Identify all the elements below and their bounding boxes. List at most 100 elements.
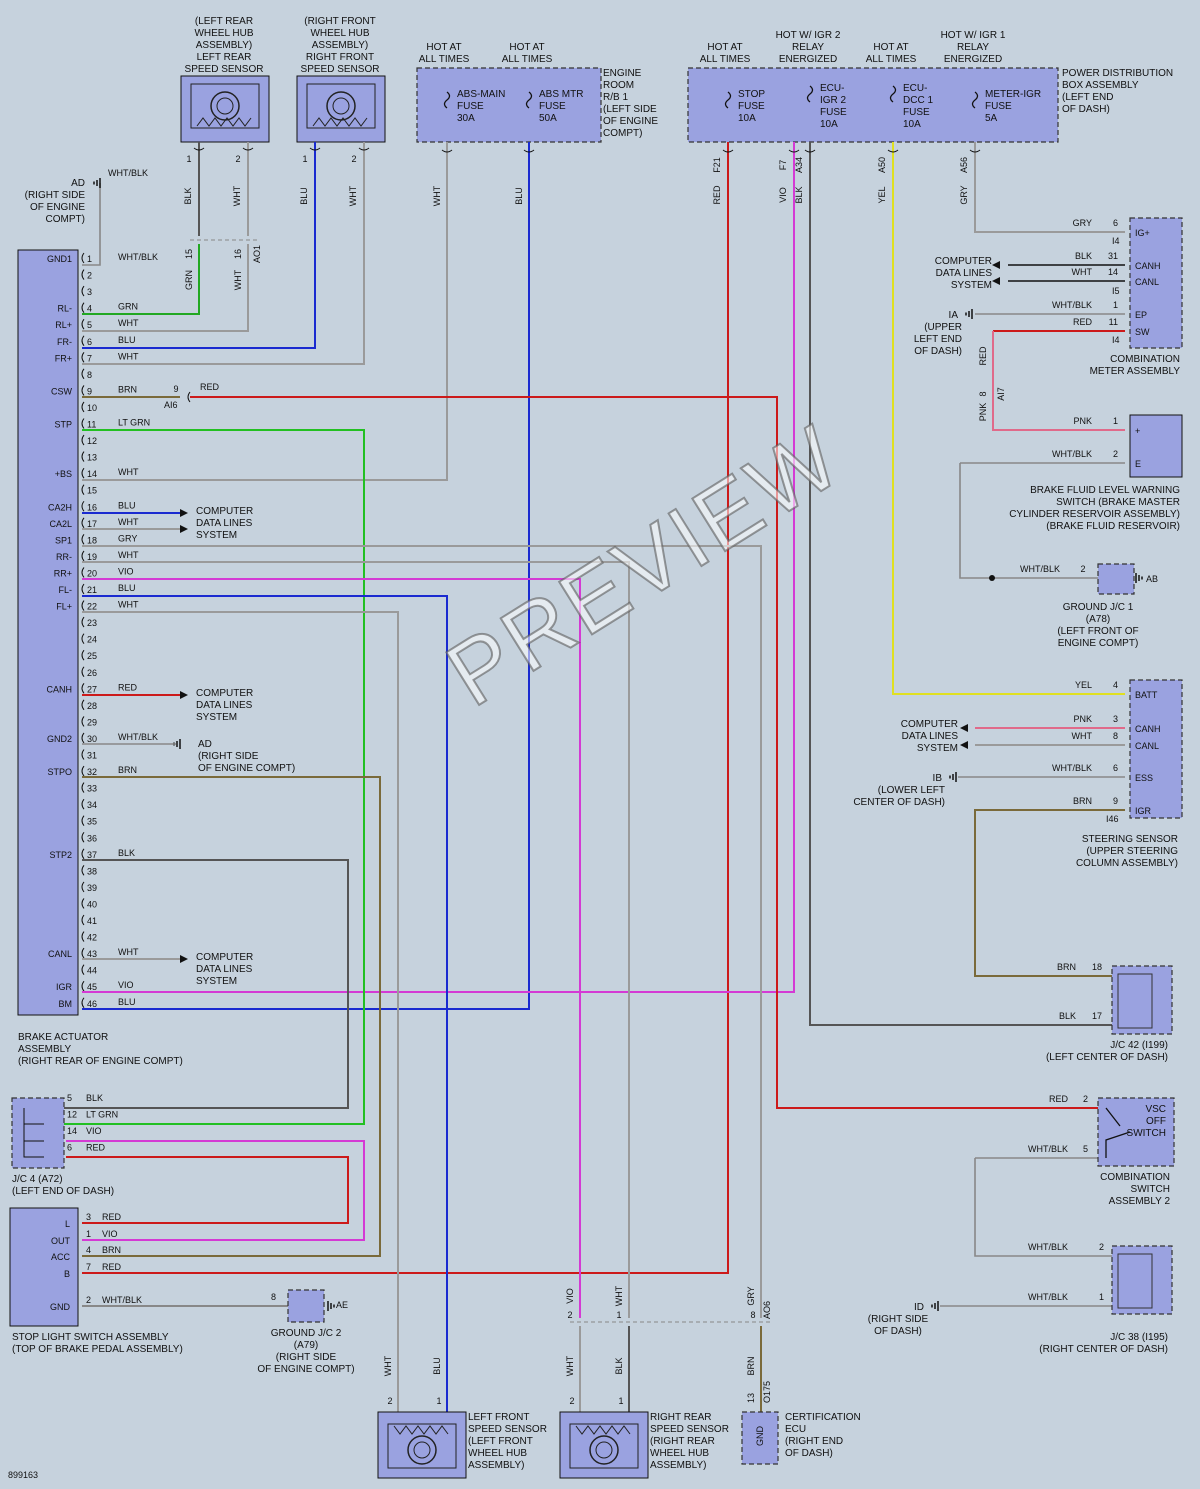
wire-pnk-fluid	[992, 331, 1125, 431]
wire-blk-stp2	[28, 859, 349, 1109]
abs-mtr-fuse: ABS MTR	[539, 89, 583, 100]
actuator-pin-connector	[81, 964, 85, 975]
steering-pin: 9	[1113, 796, 1118, 806]
wire-color-label: WHT/BLK	[1028, 1242, 1068, 1252]
meter-pin-label: CANH	[1135, 261, 1161, 271]
hot-at-all-times: HOT AT	[509, 42, 544, 53]
pin-number: 20	[87, 568, 97, 578]
wire-color-label: WHT/BLK	[1052, 449, 1092, 459]
right-front-speed-sensor-rotor-icon	[332, 97, 350, 115]
pin-number: 25	[87, 651, 97, 661]
rr-sensor-title: (RIGHT REAR	[650, 1436, 715, 1447]
actuator-pin-connector	[81, 616, 85, 628]
wire-color-label: WHT/BLK	[1028, 1144, 1068, 1154]
meter-pin-label: CANL	[1135, 277, 1159, 287]
steering-pin: 3	[1113, 714, 1118, 724]
stop-light-pin: 2	[86, 1295, 91, 1305]
data-line-arrow-icon	[180, 691, 188, 699]
pin-number: 44	[87, 966, 97, 976]
rf-sensor-title: SPEED SENSOR	[301, 64, 380, 75]
vsc-pin: 2	[1083, 1094, 1088, 1104]
vsc-pin: 5	[1083, 1144, 1088, 1154]
wire-color-label: GRN	[118, 302, 138, 312]
pin-number: 37	[87, 850, 97, 860]
ground-ia-note: (UPPER	[924, 322, 962, 333]
wire-color-label: WHT	[432, 185, 442, 206]
pin-number: 42	[87, 933, 97, 943]
pin-number: 23	[87, 618, 97, 628]
wire-vio-rr	[82, 578, 581, 1318]
wire-color-label: GRY	[746, 1286, 756, 1305]
vsc-switch-label: SWITCH	[1127, 1128, 1166, 1139]
pdb-title: (LEFT END	[1062, 92, 1114, 103]
wire-color-label: BRN	[1073, 796, 1092, 806]
actuator-pin-connector	[81, 351, 85, 363]
ai7-connector-name: AI7	[996, 387, 1006, 401]
stop-fuse-icon	[724, 91, 732, 109]
wire-blk-a34	[809, 142, 1112, 1026]
actuator-pin-connector	[81, 418, 85, 429]
ground-jc2-title: (A79)	[294, 1340, 318, 1351]
wire-color-label: BLU	[118, 335, 136, 345]
pin-number: 28	[87, 701, 97, 711]
sensor-pin: 2	[351, 154, 356, 164]
right-rear-speed-sensor-rotor-icon	[595, 1441, 613, 1459]
lf-sensor-title: LEFT FRONT	[468, 1412, 529, 1423]
pin-number: 32	[87, 767, 97, 777]
actuator-pin-connector	[81, 798, 85, 810]
ground-ia-note: OF DASH)	[914, 346, 962, 357]
wire-whtblk-gnd1	[82, 183, 101, 266]
wire-gry-sp1	[82, 545, 762, 1318]
computer-data-lines: DATA LINES	[196, 700, 253, 711]
jc4-pin: 5	[67, 1093, 72, 1103]
actuator-pin-connector	[81, 649, 85, 661]
wire-color-label: GRY	[1073, 218, 1092, 228]
actuator-pin-connector	[81, 302, 85, 313]
computer-data-lines: DATA LINES	[196, 518, 253, 529]
wire-color-label: WHT	[118, 517, 139, 527]
wire-brn-igr	[974, 809, 1125, 977]
actuator-pin-connector	[81, 318, 85, 330]
actuator-pin-connector	[81, 252, 85, 264]
wire-color-label: WHT	[118, 947, 139, 957]
ecu-dcc1-fuse: ECU-	[903, 83, 927, 94]
ground-jc2-title: (RIGHT SIDE	[276, 1352, 337, 1363]
stop-light-pin-label: ACC	[51, 1252, 71, 1262]
engine-room-rb-title: ROOM	[603, 80, 634, 91]
ai6-connector-mark	[187, 391, 191, 403]
wire-color-label: VIO	[778, 187, 788, 203]
sensor-connector	[309, 147, 321, 151]
pdb-connector	[804, 149, 816, 153]
actuator-pin-connector	[81, 500, 85, 512]
ground-id-note: OF DASH)	[874, 1326, 922, 1337]
jc42-inner	[1117, 973, 1153, 1029]
ai7-pin: 8	[978, 391, 988, 396]
ecu-igr2-fuse: 10A	[820, 119, 838, 130]
ground-ad-note: COMPT)	[46, 214, 85, 225]
computer-data-lines: DATA LINES	[936, 268, 993, 279]
meter-pin: 11	[1109, 317, 1118, 327]
pin-number: 3	[87, 287, 92, 297]
fuse-connector	[441, 149, 453, 153]
pdb-pin-label: F7	[778, 160, 788, 171]
pin-number: 6	[87, 337, 92, 347]
wire-color-label: VIO	[86, 1126, 102, 1136]
hot-igr2-label: RELAY	[792, 42, 824, 53]
actuator-pin-connector	[81, 848, 85, 860]
steering-pin: 8	[1113, 731, 1118, 741]
power-distribution-box	[687, 67, 1059, 143]
jc42-pin: 17	[1092, 1011, 1102, 1021]
wire-color-label: VIO	[102, 1229, 118, 1239]
hot-at-all-times: HOT AT	[707, 42, 742, 53]
actuator-pin-label: +BS	[55, 469, 72, 479]
pdb-connector	[788, 149, 800, 153]
wire-color-label: WHT/BLK	[1020, 564, 1060, 574]
actuator-pin-connector	[81, 517, 85, 529]
actuator-pin-label: FL+	[56, 602, 72, 612]
rf-sensor-title: ASSEMBLY)	[312, 40, 369, 51]
pin-number: 9	[87, 386, 92, 396]
vsc-switch-label: OFF	[1146, 1116, 1166, 1127]
stop-fuse: STOP	[738, 89, 765, 100]
steering-title: COLUMN ASSEMBLY)	[1076, 858, 1178, 869]
